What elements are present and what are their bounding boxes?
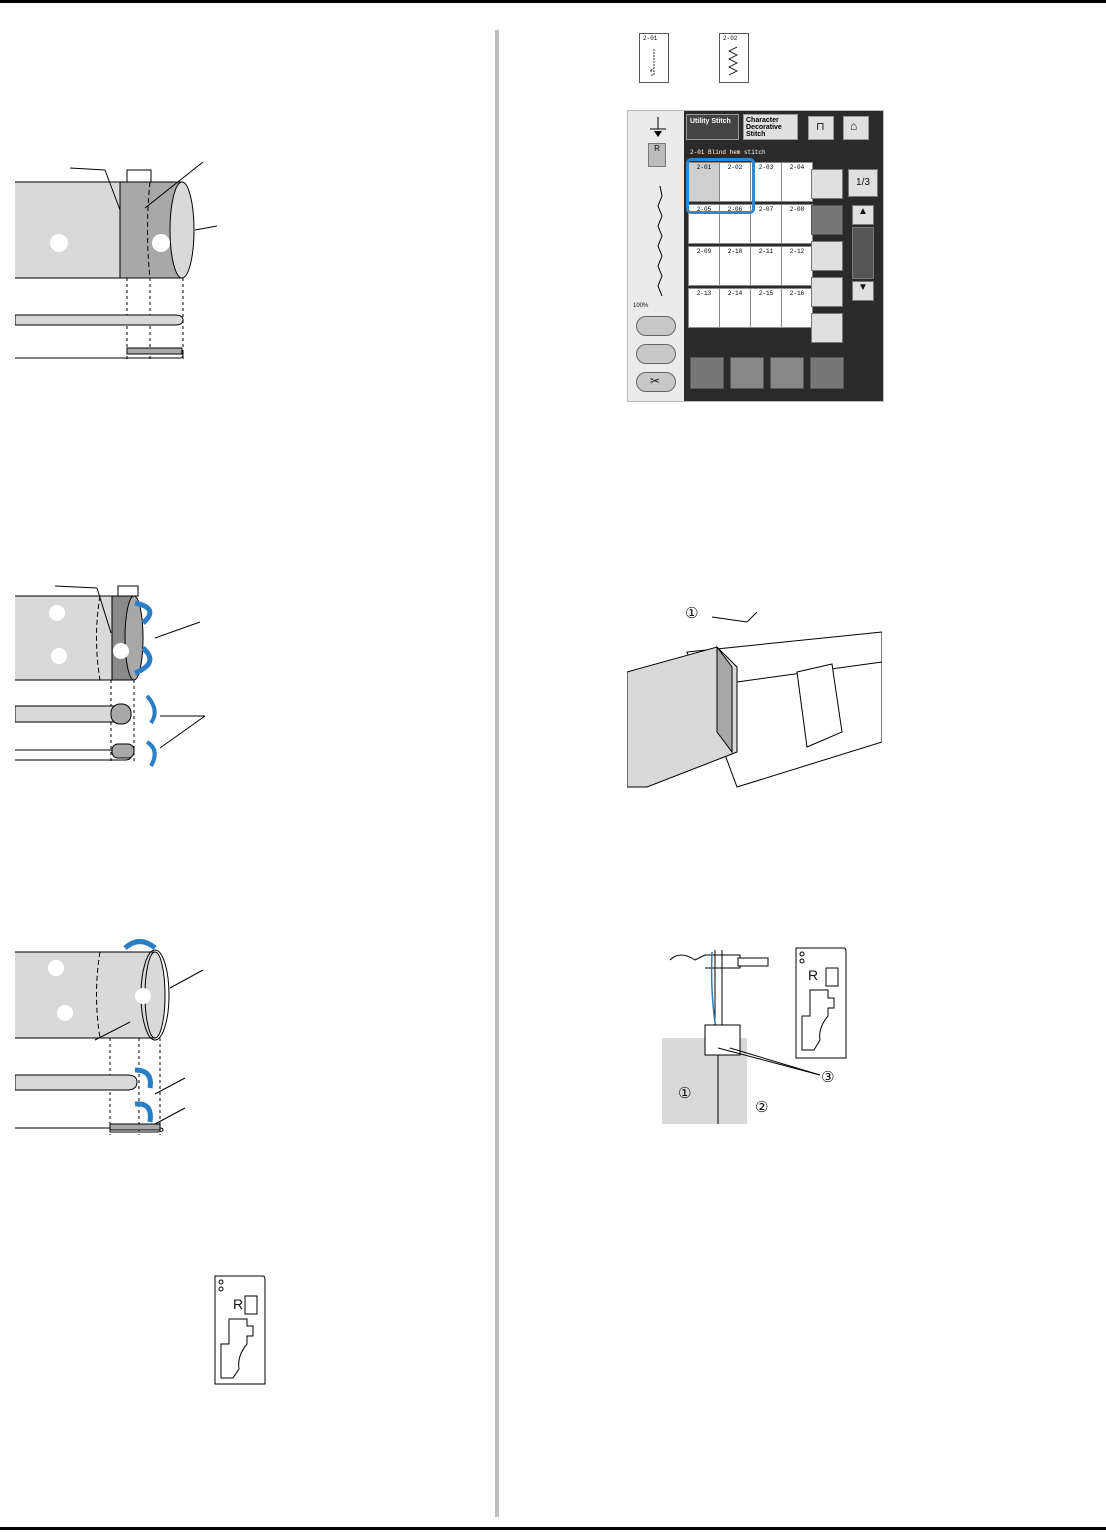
stitch-cell-2-05[interactable]: 2-05 [688,204,720,244]
callout-guide: ③ [821,1068,835,1086]
figure-sewing-blind-hem: R ① ② ③ [660,940,860,1130]
stitch-code: 2-02 [727,164,743,171]
stitch-cell-2-02[interactable]: 2-02 [719,162,751,202]
stitch-cell-2-09[interactable]: 2-09 [688,246,720,286]
figure-free-arm: ① [627,604,882,792]
stitch-code: 2-06 [727,206,743,213]
stitch-code: 2-10 [727,248,743,255]
stitch-code: 2-13 [696,290,712,297]
foot-label: R [233,1296,244,1312]
lock-button[interactable]: ⊓ [808,116,834,140]
scissors-icon: ✂ [650,374,661,388]
figure-fold-hem [15,160,230,370]
edit-button[interactable] [810,357,844,389]
scroll-down-button[interactable]: ▼ [852,281,874,301]
stitch-code: 2-15 [758,290,774,297]
scroll-track[interactable] [852,227,874,279]
needle-position-button[interactable] [770,357,804,389]
stitch-preview [657,186,663,297]
needle-icon [650,117,666,137]
stitch-cell-2-06[interactable]: 2-06 [719,204,751,244]
stitch-code: 2-03 [758,164,774,171]
presser-foot-button[interactable] [636,316,676,336]
stitch-code: 2-01 [696,164,712,171]
figure-fold-back [15,578,215,773]
stitch-code: 2-09 [696,248,712,255]
stitch-cell-2-16[interactable]: 2-16 [781,288,813,328]
stitch-code: 2-12 [789,248,805,255]
memory-button[interactable] [811,241,843,271]
home-button[interactable]: ⌂ [843,116,869,140]
stitch-cell-2-04[interactable]: 2-04 [781,162,813,202]
tab-utility-stitch[interactable]: Utility Stitch [686,114,739,140]
stitch-cell-2-12[interactable]: 2-12 [781,246,813,286]
selection-highlight [686,158,755,214]
stitch-name: 2-01 Blind hem stitch [690,149,766,156]
callout-fabric: ① [678,1084,692,1102]
setting-button[interactable] [811,277,843,307]
column-divider [495,30,499,1517]
stitch-code: 2-05 [696,206,712,213]
stitch-icon-2-01: 2-01 [639,33,669,83]
stitch-cell-2-11[interactable]: 2-11 [750,246,782,286]
stitch-cell-2-14[interactable]: 2-14 [719,288,751,328]
stitch-code: 2-16 [789,290,805,297]
stitch-icon-2-02: 2-02 [719,33,749,83]
zoom-level: 100% [633,303,649,309]
reverse-button[interactable] [636,344,676,364]
thread-cut-button[interactable]: ✂ [636,372,676,392]
stitch-cell-2-13[interactable]: 2-13 [688,288,720,328]
stitch-code: 2-08 [789,206,805,213]
lcd-screen: R 100% ✂ Utility Stitch Character Decora… [627,110,884,402]
figure-presser-foot-r: R [211,1274,267,1388]
stitch-cell-2-15[interactable]: 2-15 [750,288,782,328]
stitch-code: 2-07 [758,206,774,213]
callout-fold: ② [755,1098,769,1116]
bottom-rule [0,1527,1106,1530]
callout-1: ① [685,604,699,622]
figure-rolled-hem [15,930,220,1140]
scroll-up-button[interactable]: ▲ [852,205,874,225]
tab-character-decorative[interactable]: Character Decorative Stitch [743,114,798,140]
home-icon: ⌂ [850,119,858,133]
presser-foot-indicator: R [648,143,666,167]
quilt-button[interactable] [811,313,843,343]
twin-needle-button[interactable] [690,357,724,389]
lock-icon: ⊓ [816,121,825,133]
stitch-code: 2-14 [727,290,743,297]
stitch-code: 2-04 [789,164,805,171]
foot-label-right: R [808,967,819,983]
mirror-button[interactable] [811,205,843,235]
stitch-code: 2-11 [758,248,774,255]
stitch-cell-2-07[interactable]: 2-07 [750,204,782,244]
page-indicator: 1/3 [848,169,878,197]
top-rule [0,0,1106,3]
stitch-cell-2-10[interactable]: 2-10 [719,246,751,286]
mirror-image-button[interactable] [730,357,764,389]
stitch-cell-2-08[interactable]: 2-08 [781,204,813,244]
width-length-button[interactable] [811,169,843,199]
